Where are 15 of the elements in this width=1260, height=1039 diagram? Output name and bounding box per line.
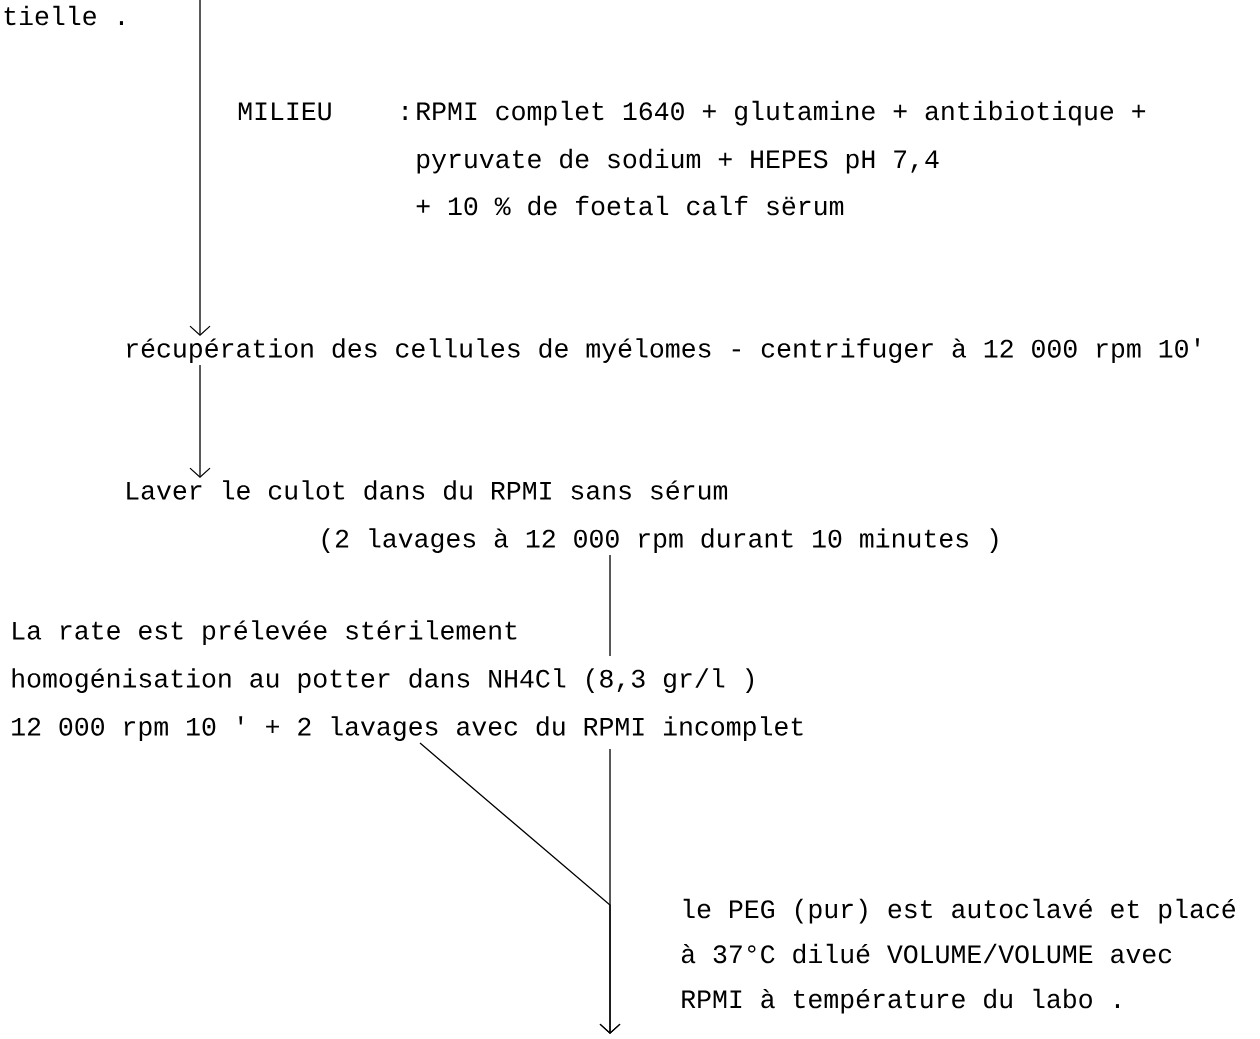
note-text: + 10 % de foetal calf sërum: [416, 195, 844, 216]
step-text: Laver le culot dans du RPMI sans sérum (2 lavages à 12 000 rpm durant 10 minutes ): [127, 480, 998, 553]
arrow: [419, 742, 621, 1034]
arrow: [189, 364, 211, 478]
separator: :: [403, 106, 407, 120]
note-text: le PEG (pur) est autoclavé et placé: [683, 898, 1235, 924]
note-text: RPMI à température du labo .: [682, 988, 1119, 1014]
text-fragment: tielle .: [4, 5, 123, 26]
step-text: La rate est prélevée stérilement homogénisation au potter dans NH4Cl (8,3 gr/l ) 12 000 rpm 10 ' + 2 lavages avec du RPMI incomplet: [12, 620, 803, 741]
field-label: MILIEU: [238, 102, 331, 121]
note-text: à 37°C dilué VOLUME/VOLUME avec: [681, 943, 1172, 964]
step-text: récupération des cellules de myélomes - centrifuger à 12 000 rpm 10': [127, 338, 1199, 363]
note-text: RPMI complet 1640 + glutamine + antibiotique +: [417, 100, 1146, 126]
arrow: [189, 0, 211, 336]
note-text: pyruvate de sodium + HEPES pH 7,4: [417, 148, 939, 174]
